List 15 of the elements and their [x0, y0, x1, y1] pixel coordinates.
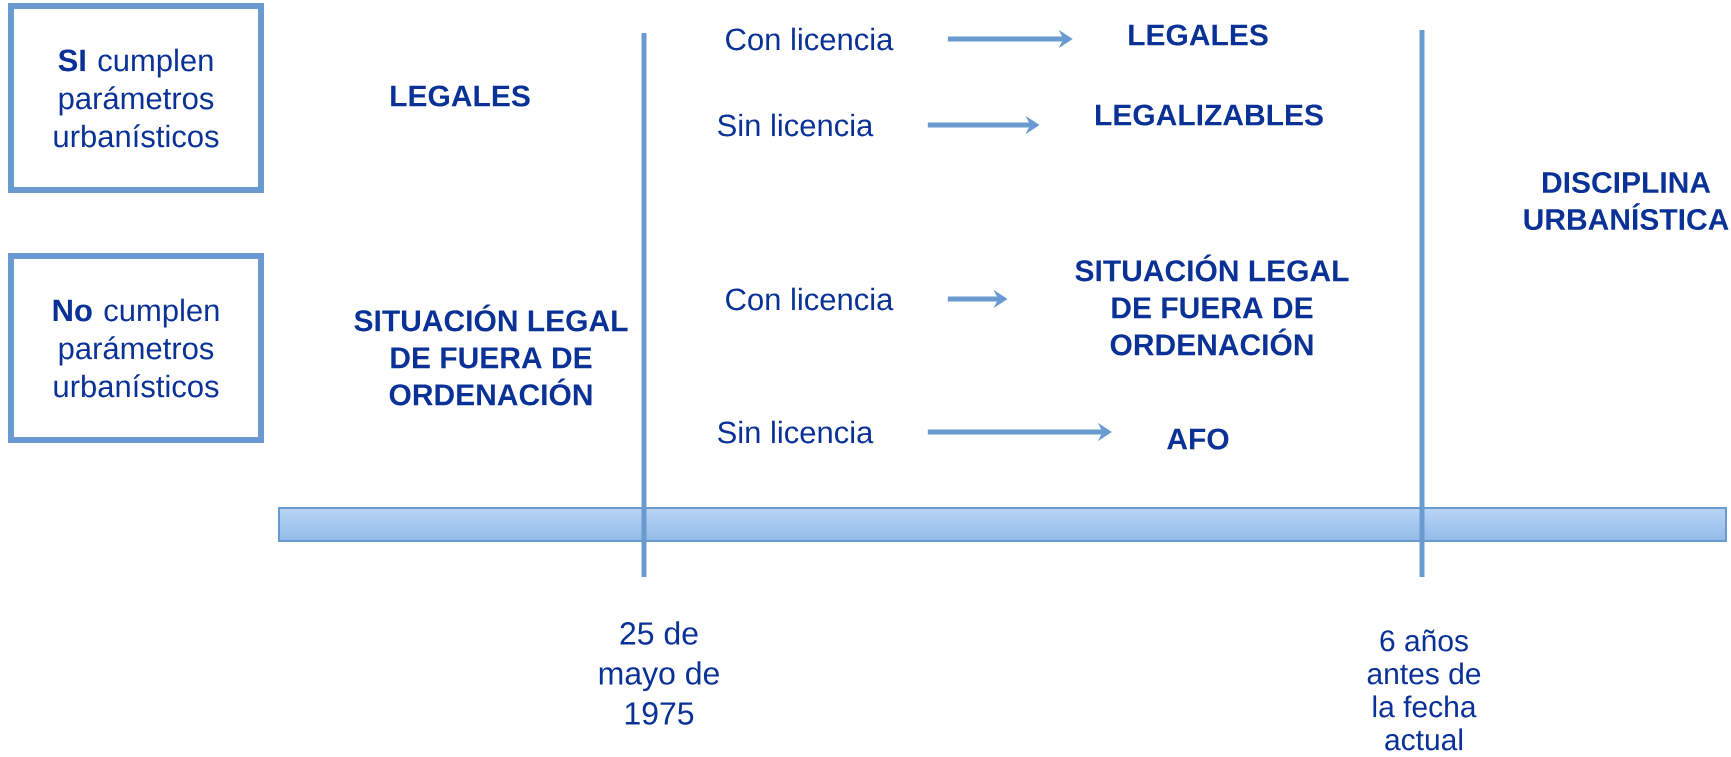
category-label: LEGALES [391, 85, 530, 107]
criteria-box: SI cumplen parámetros urbanísticos [8, 3, 264, 193]
criteria-box: No cumplen parámetros urbanísticos [8, 253, 264, 443]
status-label: AFO [1167, 428, 1229, 450]
license-label: Con licencia [726, 27, 894, 51]
status-label: SITUACIÓN LEGAL DE FUERA DE ORDENACIÓN [1075, 254, 1349, 356]
license-label: Con licencia [726, 287, 894, 311]
date-label: 25 de mayo de 1975 [599, 621, 719, 725]
license-label: Sin licencia [718, 420, 874, 444]
category-label: DISCIPLINA URBANÍSTICA [1524, 171, 1729, 231]
status-label: LEGALIZABLES [1096, 104, 1323, 126]
license-label: Sin licencia [718, 113, 874, 137]
category-label: SITUACIÓN LEGAL DE FUERA DE ORDENACIÓN [354, 304, 628, 406]
date-label: 6 años antes de la fecha actual [1367, 629, 1481, 751]
status-label: LEGALES [1129, 24, 1268, 46]
